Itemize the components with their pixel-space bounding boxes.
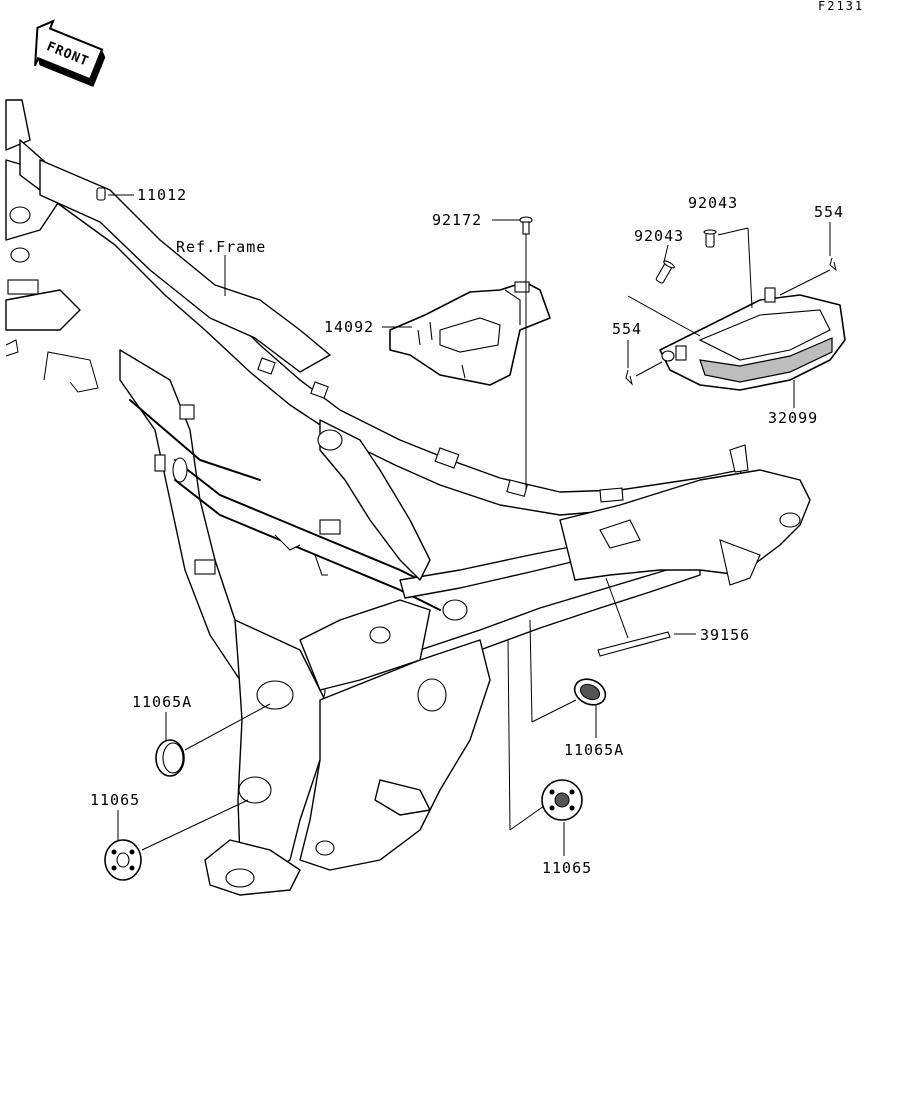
label-14092: 14092 xyxy=(324,318,374,336)
part-11065A-cap-left xyxy=(155,739,185,777)
label-ref-frame: Ref.Frame xyxy=(176,238,266,256)
part-32099-tray xyxy=(659,287,846,391)
label-554-top: 554 xyxy=(814,203,844,221)
label-32099: 32099 xyxy=(768,409,818,427)
label-11065-right: 11065 xyxy=(542,859,592,877)
part-11065A-cap-right xyxy=(573,678,607,706)
label-554-mid: 554 xyxy=(612,320,642,338)
part-11012-plug xyxy=(96,187,106,201)
part-92172-bolt xyxy=(519,216,533,235)
part-554-clip-top xyxy=(829,257,837,272)
label-92043-top: 92043 xyxy=(688,194,738,212)
label-11065A-right: 11065A xyxy=(564,741,624,759)
part-92043-pin-mid xyxy=(655,260,675,284)
part-11065-grommet-right xyxy=(541,779,583,821)
part-14092-bracket xyxy=(389,281,551,386)
part-11065-grommet-left xyxy=(104,839,142,881)
label-92043-mid: 92043 xyxy=(634,227,684,245)
part-labels: 11012 Ref.Frame 92172 14092 92043 92043 … xyxy=(90,186,844,877)
label-11012: 11012 xyxy=(137,186,187,204)
motorcycle-frame xyxy=(5,99,811,896)
part-554-clip-mid xyxy=(625,369,633,386)
part-39156-strip xyxy=(597,631,671,657)
front-arrow-icon: FRONT xyxy=(34,19,106,88)
label-11065-left: 11065 xyxy=(90,791,140,809)
leader-lines xyxy=(108,194,831,856)
diagram-code: F2131 xyxy=(818,0,864,13)
label-39156: 39156 xyxy=(700,626,750,644)
label-11065A-left: 11065A xyxy=(132,693,192,711)
part-92043-pin-top xyxy=(703,229,717,248)
label-92172: 92172 xyxy=(432,211,482,229)
